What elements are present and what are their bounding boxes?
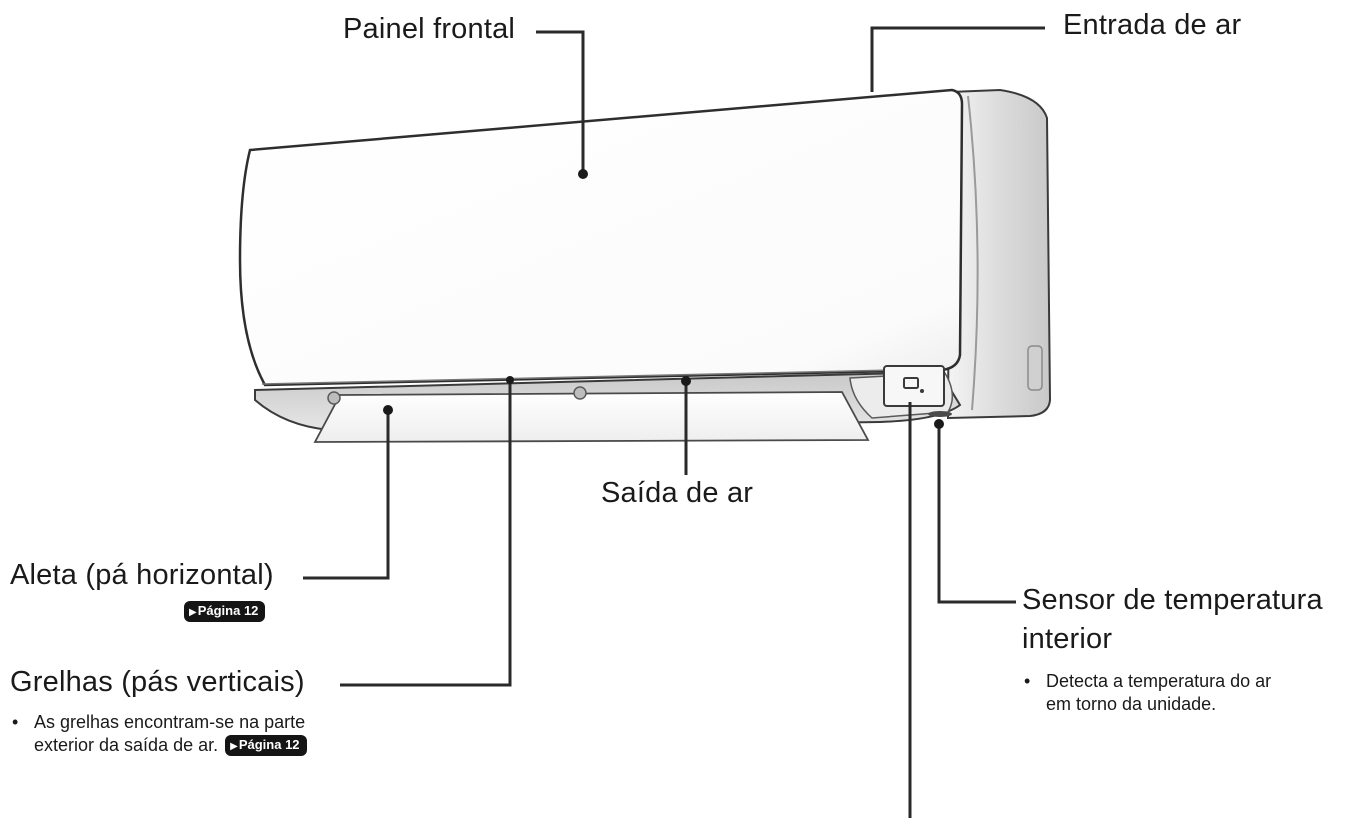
leader-air-intake xyxy=(870,26,1045,92)
label-temp-sensor-line1: Sensor de temperatura xyxy=(1022,584,1323,616)
unit-side-body xyxy=(946,88,1052,420)
temperature-sensor-opening xyxy=(928,411,952,417)
display-window xyxy=(883,365,945,407)
dot-louvers xyxy=(506,376,514,384)
label-front-panel: Painel frontal xyxy=(343,13,516,45)
note-louvers: • As grelhas encontram-se na parte exteri… xyxy=(12,711,307,757)
note-sensor-line1: Detecta a temperatura do ar xyxy=(1046,671,1272,691)
note-temp-sensor: • Detecta a temperatura do ar em torno da… xyxy=(1024,670,1271,715)
page-ref-flap-text: Página 12 xyxy=(197,603,259,618)
horizontal-flap xyxy=(313,391,870,443)
label-air-intake: Entrada de ar xyxy=(1063,9,1242,41)
page-ref-flap-wrap: ▶Página 12 xyxy=(184,601,266,622)
dot-temp-sensor xyxy=(934,419,944,429)
label-louvers: Grelhas (pás verticais) xyxy=(10,666,305,698)
note-louvers-line1: As grelhas encontram-se na parte xyxy=(34,712,306,732)
leader-lines xyxy=(303,26,1045,818)
leader-dots xyxy=(383,169,944,429)
label-temp-sensor-line2: interior xyxy=(1022,623,1113,655)
label-air-outlet: Saída de ar xyxy=(601,477,754,509)
label-flap: Aleta (pá horizontal) xyxy=(10,559,274,591)
dot-flap xyxy=(383,405,393,415)
leader-temp-sensor xyxy=(937,424,1016,604)
dot-air-outlet xyxy=(681,376,691,386)
page-ref-louvers[interactable]: ▶Página 12 xyxy=(225,735,307,757)
unit-side-slot xyxy=(1027,345,1043,391)
page-ref-louvers-text: Página 12 xyxy=(238,737,300,753)
play-triangle-icon: ▶ xyxy=(189,607,197,618)
display-icon-dot xyxy=(920,389,924,393)
dot-front-panel xyxy=(578,169,588,179)
leader-front-panel xyxy=(536,30,585,172)
page-ref-flap[interactable]: ▶Página 12 xyxy=(184,601,266,622)
note-sensor-line2: em torno da unidade. xyxy=(1046,693,1217,714)
play-triangle-icon: ▶ xyxy=(230,741,238,753)
front-panel-edge xyxy=(261,368,943,385)
display-icon xyxy=(903,377,919,389)
louver-hinge-center xyxy=(573,386,587,400)
front-panel xyxy=(238,88,964,387)
louver-hinge-left xyxy=(327,391,341,405)
leader-louvers xyxy=(340,380,512,687)
leader-flap xyxy=(303,412,390,580)
bullet-louvers: • xyxy=(12,712,19,732)
unit-side-groove xyxy=(967,95,979,411)
bullet-sensor: • xyxy=(1024,671,1031,691)
note-louvers-line2: exterior da saída de ar. xyxy=(34,734,219,755)
